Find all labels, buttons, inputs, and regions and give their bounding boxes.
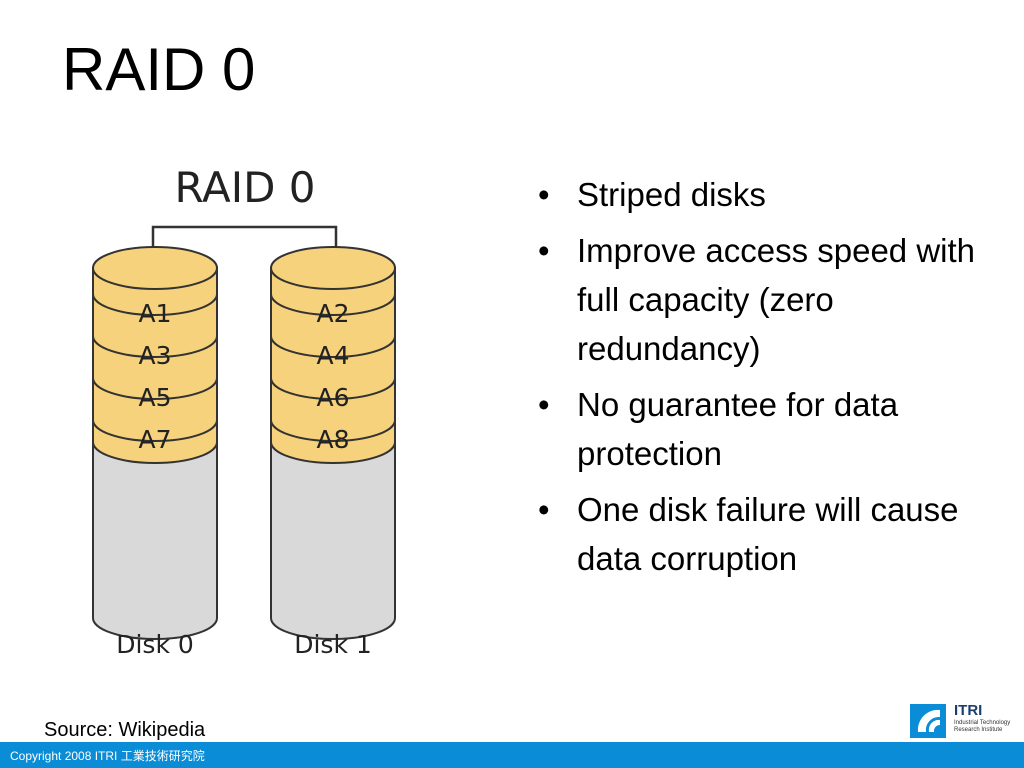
logo-name: ITRI [954,702,983,719]
raid0-diagram-svg: RAID 0 A1 A3 A5 A7 Disk 0 [92,163,396,659]
raid0-diagram: RAID 0 A1 A3 A5 A7 Disk 0 [80,150,420,680]
footer-bar: Copyright 2008 ITRI 工業技術研究院 [0,742,1024,768]
block-label: A3 [138,341,171,370]
slide-title: RAID 0 [62,36,256,103]
bullet-dot-icon: • [538,386,550,423]
block-label: A8 [316,425,349,454]
disk-1: A2 A4 A6 A8 Disk 1 [270,246,396,659]
bullet-list: • Striped disks • Improve access speed wit… [530,170,1000,590]
bullet-text: One disk failure will cause data corrupt… [577,491,959,577]
footer-copyright: Copyright 2008 ITRI 工業技術研究院 [10,749,205,763]
itri-logo: ITRI Industrial Technology Research Inst… [910,702,1022,740]
diagram-title: RAID 0 [174,163,315,212]
block-label: A5 [138,383,171,412]
bullet-text: No guarantee for data protection [577,386,899,472]
bullet-dot-icon: • [538,176,550,213]
bullet-dot-icon: • [538,491,550,528]
bullet-item: • Improve access speed with full capacity… [530,226,1000,373]
block-label: A4 [316,341,349,370]
bullet-item: • No guarantee for data protection [530,380,1000,478]
bullet-item: • One disk failure will cause data corrup… [530,485,1000,583]
disk-label: Disk 0 [116,630,194,659]
disk-1-top [270,246,396,290]
block-label: A6 [316,383,349,412]
bullet-text: Striped disks [577,176,766,213]
bullet-text: Improve access speed with full capacity … [577,232,976,367]
disk-1-empty-space [270,441,396,640]
itri-logo-icon [910,704,946,738]
source-caption: Source: Wikipedia [44,719,206,741]
bullet-item: • Striped disks [530,170,1000,219]
block-label: A1 [138,299,171,328]
disk-label: Disk 1 [294,630,372,659]
logo-subtitle: Industrial Technology Research Institute [954,720,1011,733]
disk-0-top [92,246,218,290]
disk-0: A1 A3 A5 A7 Disk 0 [92,246,218,659]
block-label: A2 [316,299,349,328]
bullet-dot-icon: • [538,232,550,269]
disk-0-empty-space [92,441,218,640]
block-label: A7 [138,425,171,454]
